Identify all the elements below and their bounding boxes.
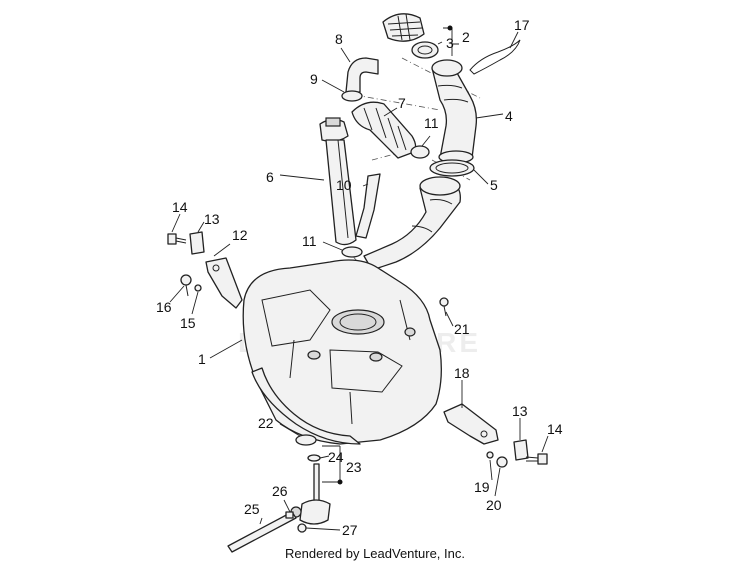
- callout-21: 21: [454, 321, 470, 337]
- speed-nut-left: [189, 231, 205, 255]
- callout-dot: [447, 25, 453, 31]
- bracket-left: [205, 257, 243, 309]
- filler-neck-hose: [431, 59, 478, 164]
- callout-4: 4: [505, 108, 513, 124]
- callout-numbers: 1 2 3 4 5 6 7 8 9 10 11 11 12 13 13 14 1…: [156, 17, 563, 538]
- callout-20: 20: [486, 497, 502, 513]
- callout-19: 19: [474, 479, 490, 495]
- fuel-outlet-fitting: [290, 463, 331, 525]
- callout-13-right: 13: [512, 403, 528, 419]
- boot-clamp: [410, 145, 430, 159]
- callout-12: 12: [232, 227, 248, 243]
- speed-nut-right: [513, 439, 529, 461]
- callout-14-left: 14: [172, 199, 188, 215]
- callout-5: 5: [490, 177, 498, 193]
- callout-8: 8: [335, 31, 343, 47]
- callout-27: 27: [342, 522, 358, 538]
- callout-11-lower: 11: [302, 233, 317, 249]
- bolt-left: [167, 233, 187, 245]
- washer-left: [194, 284, 202, 292]
- fuel-line: [227, 511, 297, 553]
- callout-23: 23: [346, 459, 362, 475]
- pump-boot: [351, 101, 417, 159]
- bolt-right-upper: [439, 297, 449, 317]
- callout-16: 16: [156, 299, 172, 315]
- outlet-clamp: [295, 434, 317, 446]
- leader-lines: [169, 27, 549, 531]
- callout-24: 24: [328, 449, 344, 465]
- callout-18: 18: [454, 365, 470, 381]
- screw-left: [180, 274, 192, 286]
- callout-3: 3: [446, 35, 454, 51]
- screw-right: [496, 456, 508, 468]
- callout-6: 6: [266, 169, 274, 185]
- bracket-right: [443, 403, 499, 445]
- fuel-cap: [382, 13, 425, 42]
- callout-13-left: 13: [204, 211, 220, 227]
- small-screw: [297, 523, 307, 533]
- callout-9: 9: [310, 71, 318, 87]
- footer-credit: Rendered by LeadVenture, Inc.: [285, 546, 465, 561]
- cap-tether: [469, 39, 521, 75]
- callout-7: 7: [398, 95, 406, 111]
- fuel-tank: [242, 259, 442, 445]
- vent-hose-clamp: [341, 90, 363, 102]
- callout-11-upper: 11: [424, 115, 439, 131]
- cap-gasket: [411, 41, 439, 59]
- callout-26: 26: [272, 483, 288, 499]
- callout-14-right: 14: [547, 421, 563, 437]
- vent-tube: [355, 173, 381, 239]
- fuel-line-clip: [285, 511, 294, 519]
- callout-dot: [337, 479, 343, 485]
- washer-right: [486, 451, 494, 459]
- vent-hose-elbow: [345, 57, 379, 93]
- neck-hose-clamp: [429, 159, 475, 177]
- vent-tube-clamp: [341, 246, 363, 258]
- fuel-pump: [319, 117, 357, 246]
- outlet-gasket: [307, 454, 321, 462]
- callout-15: 15: [180, 315, 196, 331]
- callout-17: 17: [514, 17, 530, 33]
- callout-25: 25: [244, 501, 260, 517]
- filler-neck-pipe: [363, 176, 461, 271]
- bolt-right: [525, 453, 548, 465]
- callout-2: 2: [462, 29, 470, 45]
- callout-10: 10: [336, 177, 352, 193]
- callout-1: 1: [198, 351, 206, 367]
- callout-22: 22: [258, 415, 274, 431]
